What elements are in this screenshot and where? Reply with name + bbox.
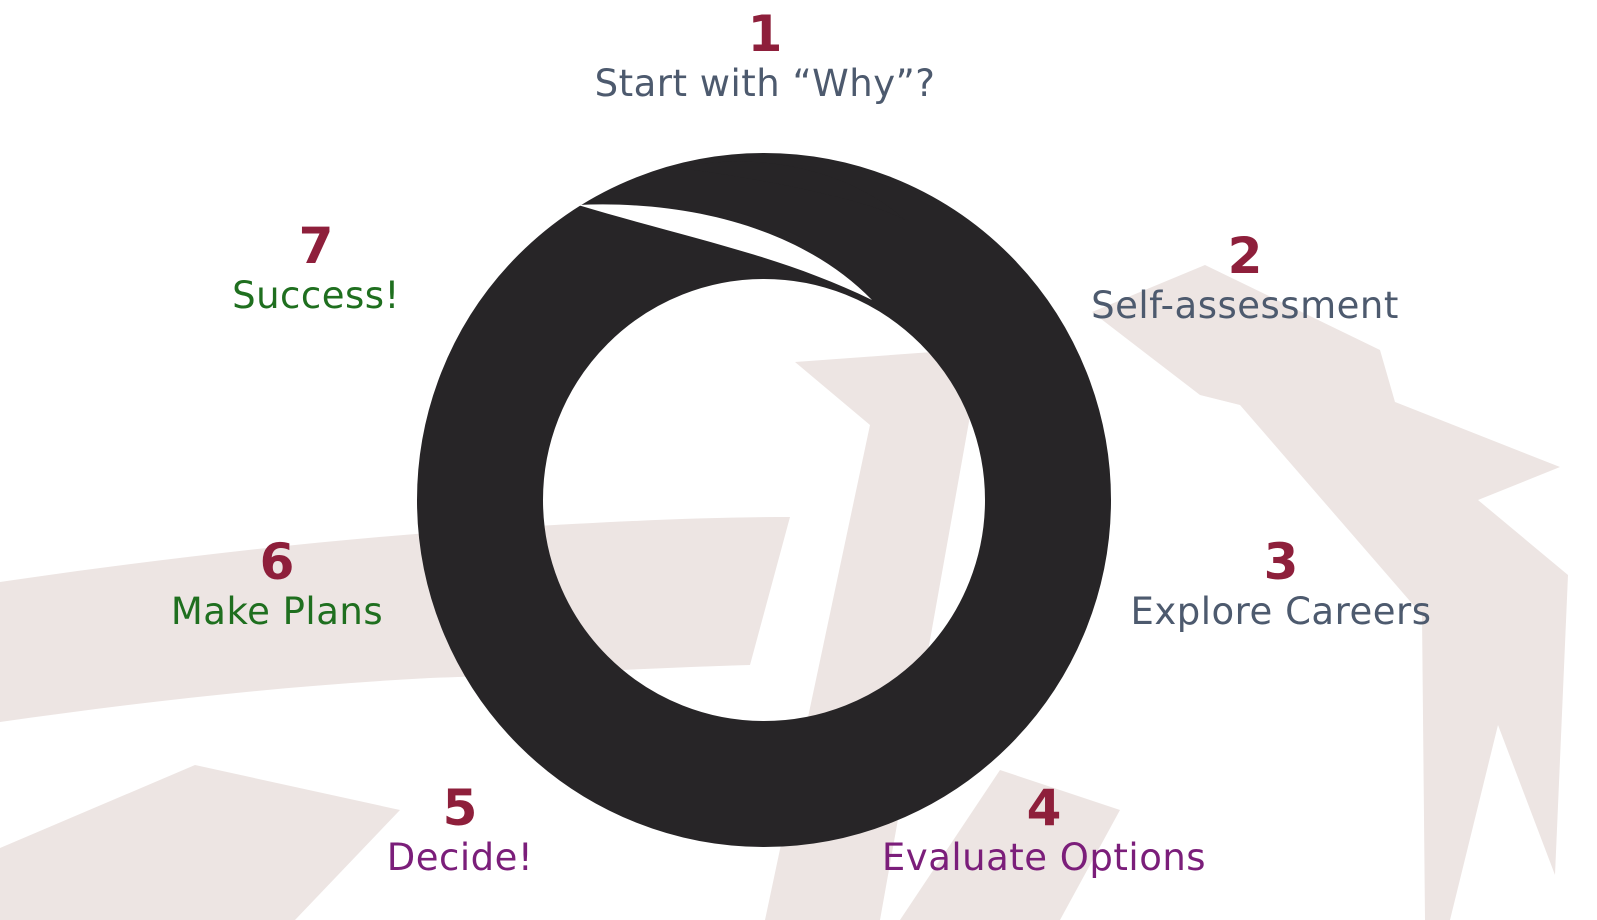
step-1-number: 1 xyxy=(747,5,783,63)
step-4-label: Evaluate Options xyxy=(881,836,1207,879)
step-3-label: Explore Careers xyxy=(1130,590,1432,633)
step-2: 2 Self-assessment xyxy=(1091,228,1399,328)
background-arrow-bottom-right xyxy=(900,770,1120,920)
ring-swoosh-tail xyxy=(678,161,905,220)
step-7-number: 7 xyxy=(298,217,334,275)
ring-body xyxy=(417,153,1111,847)
background-arrow-right-chevron xyxy=(1092,265,1568,920)
step-7: 7 Success! xyxy=(232,218,400,318)
step-1-label: Start with “Why”? xyxy=(594,62,936,105)
step-6-label: Make Plans xyxy=(170,590,384,633)
step-3: 3 Explore Careers xyxy=(1130,534,1431,634)
step-1: 1 Start with “Why”? xyxy=(595,6,936,106)
step-5: 5 Decide! xyxy=(387,780,533,880)
step-6-number: 6 xyxy=(259,533,295,591)
step-4: 4 Evaluate Options xyxy=(882,780,1206,880)
step-2-label: Self-assessment xyxy=(1091,284,1399,327)
step-3-number: 3 xyxy=(1263,533,1299,591)
step-6: 6 Make Plans xyxy=(171,534,383,634)
step-4-number: 4 xyxy=(1026,779,1062,837)
step-5-number: 5 xyxy=(442,779,478,837)
ring-gap xyxy=(578,204,872,300)
step-7-label: Success! xyxy=(232,274,400,317)
step-5-label: Decide! xyxy=(386,836,534,879)
background-arrow-bottom-left xyxy=(0,765,400,920)
step-2-number: 2 xyxy=(1227,227,1263,285)
